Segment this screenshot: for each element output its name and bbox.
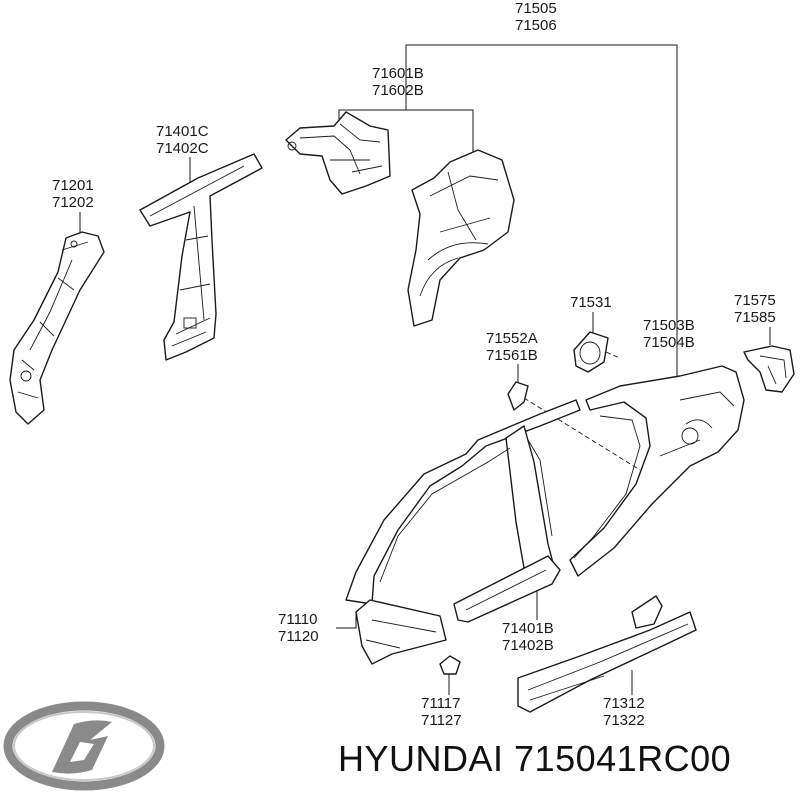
part-71312-sill-panel [517, 595, 697, 713]
part-71531-fuel-filler-housing [573, 331, 609, 373]
part-number-caption: HYUNDAI 715041RC00 [338, 738, 732, 779]
label-71503b: 71503B [643, 317, 695, 334]
label-71402b: 71402B [502, 637, 554, 654]
label-71506: 71506 [515, 17, 557, 34]
part-71575-bracket [743, 345, 795, 393]
label-71120: 71120 [278, 628, 319, 645]
label-71402c: 71402C [156, 140, 209, 157]
label-71585: 71585 [734, 309, 776, 326]
label-71127: 71127 [421, 712, 462, 729]
label-71312: 71312 [603, 695, 645, 712]
label-71201: 71201 [52, 177, 94, 194]
label-71401b: 71401B [502, 620, 554, 637]
part-71503b-side-outer-panel [345, 365, 745, 675]
label-71601b: 71601B [372, 65, 424, 82]
hyundai-logo [3, 701, 165, 791]
label-71575: 71575 [734, 292, 776, 309]
label-71531: 71531 [570, 294, 612, 311]
part-71552a-clip [507, 381, 529, 411]
part-quarter-inner-lower [407, 149, 515, 327]
part-71601b-quarter-inner-upper [285, 111, 391, 195]
label-71117: 71117 [421, 695, 461, 712]
label-71322: 71322 [603, 712, 645, 729]
label-71561b: 71561B [486, 347, 538, 364]
label-71552a: 71552A [486, 330, 538, 347]
label-71202: 71202 [52, 194, 94, 211]
leader-lines [79, 44, 771, 695]
label-71110: 71110 [278, 611, 318, 628]
label-71504b: 71504B [643, 334, 695, 351]
label-71401c: 71401C [156, 123, 209, 140]
part-71401c-center-pillar [139, 153, 263, 361]
part-71201-pillar-inner [9, 231, 105, 425]
label-71602b: 71602B [372, 82, 424, 99]
label-71505: 71505 [515, 0, 557, 17]
